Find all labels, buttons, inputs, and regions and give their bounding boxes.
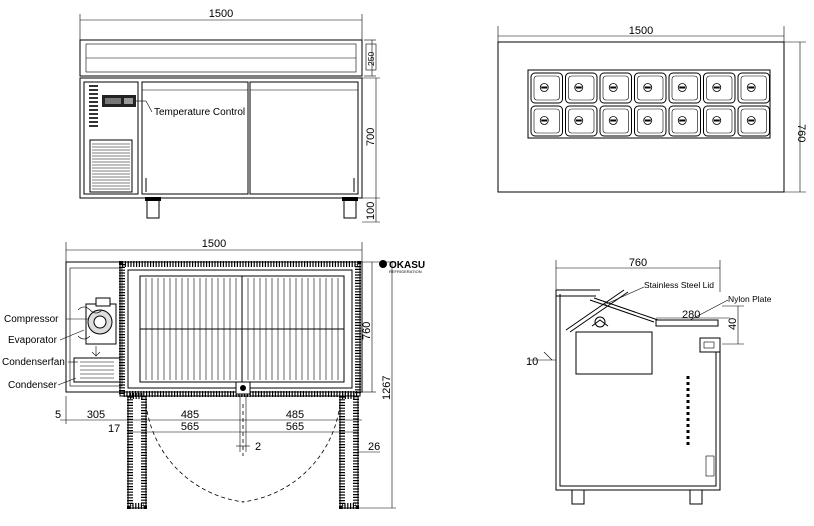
top-depth-label: 760 xyxy=(795,124,807,142)
plan-gap-label: 2 xyxy=(255,441,261,453)
overhang-label: 10 xyxy=(526,356,538,368)
vent-slots xyxy=(89,85,98,127)
temperature-control-label: Temperature Control xyxy=(154,107,245,118)
gn-pan xyxy=(634,105,667,137)
door-b-inner-label: 485 xyxy=(286,409,304,421)
body-height-label: 700 xyxy=(365,128,377,146)
pan-grid xyxy=(530,72,770,137)
plan-open-depth-label: 1267 xyxy=(381,376,393,400)
leg-height-label: 100 xyxy=(365,202,377,220)
side-view: 760 Stainless Steel Lid Nylon Plate 280 … xyxy=(526,257,772,505)
gn-pan xyxy=(668,105,701,137)
brand-logo-sub: REFRIGERATION xyxy=(389,269,422,274)
gn-pan xyxy=(530,72,563,104)
front-door-right xyxy=(249,81,359,195)
plan-depth-label: 760 xyxy=(361,322,373,340)
evaporator-label: Evaporator xyxy=(8,335,58,346)
gn-pan xyxy=(668,72,701,104)
top-view: 1500 760 xyxy=(497,25,807,193)
plate-depth-label: 280 xyxy=(682,309,700,321)
gn-pan xyxy=(530,105,563,137)
logo-icon xyxy=(379,260,387,268)
front-view: 1500 250 xyxy=(79,8,380,223)
nylon-plate-label: Nylon Plate xyxy=(728,294,772,304)
gn-pan xyxy=(599,72,632,104)
plan-side-label: 17 xyxy=(108,423,120,435)
plan-unit-label: 305 xyxy=(87,409,105,421)
top-width-label: 1500 xyxy=(629,25,653,37)
condenser-grille xyxy=(89,139,133,193)
gn-pan xyxy=(565,72,598,104)
compressor-unit xyxy=(73,297,121,383)
condenser-fan-label: Condenserfan xyxy=(2,357,65,368)
gn-pan xyxy=(634,72,667,104)
gn-pan xyxy=(737,105,770,137)
compressor-label: Compressor xyxy=(4,314,59,325)
condenser-label: Condenser xyxy=(8,380,58,391)
plan-view: 1500 Compressor xyxy=(2,238,425,509)
gn-pan xyxy=(599,105,632,137)
door-thickness-label: 26 xyxy=(368,441,380,453)
lid-height-label: 250 xyxy=(366,52,376,66)
door-a-outer-label: 565 xyxy=(181,421,199,433)
door-a-inner-label: 485 xyxy=(181,409,199,421)
front-door-left xyxy=(141,81,249,195)
gn-pan xyxy=(737,72,770,104)
brand-logo: OKASU xyxy=(389,260,425,271)
plate-height-label: 40 xyxy=(727,318,739,330)
gn-pan xyxy=(703,105,736,137)
door-b-outer-label: 565 xyxy=(286,421,304,433)
plan-width-label: 1500 xyxy=(202,238,226,250)
stainless-steel-lid-label: Stainless Steel Lid xyxy=(644,280,714,290)
plan-edge-label: 5 xyxy=(55,409,61,421)
gn-pan xyxy=(703,72,736,104)
front-width-label: 1500 xyxy=(209,8,233,20)
gn-pan xyxy=(565,105,598,137)
side-depth-label: 760 xyxy=(629,257,647,269)
